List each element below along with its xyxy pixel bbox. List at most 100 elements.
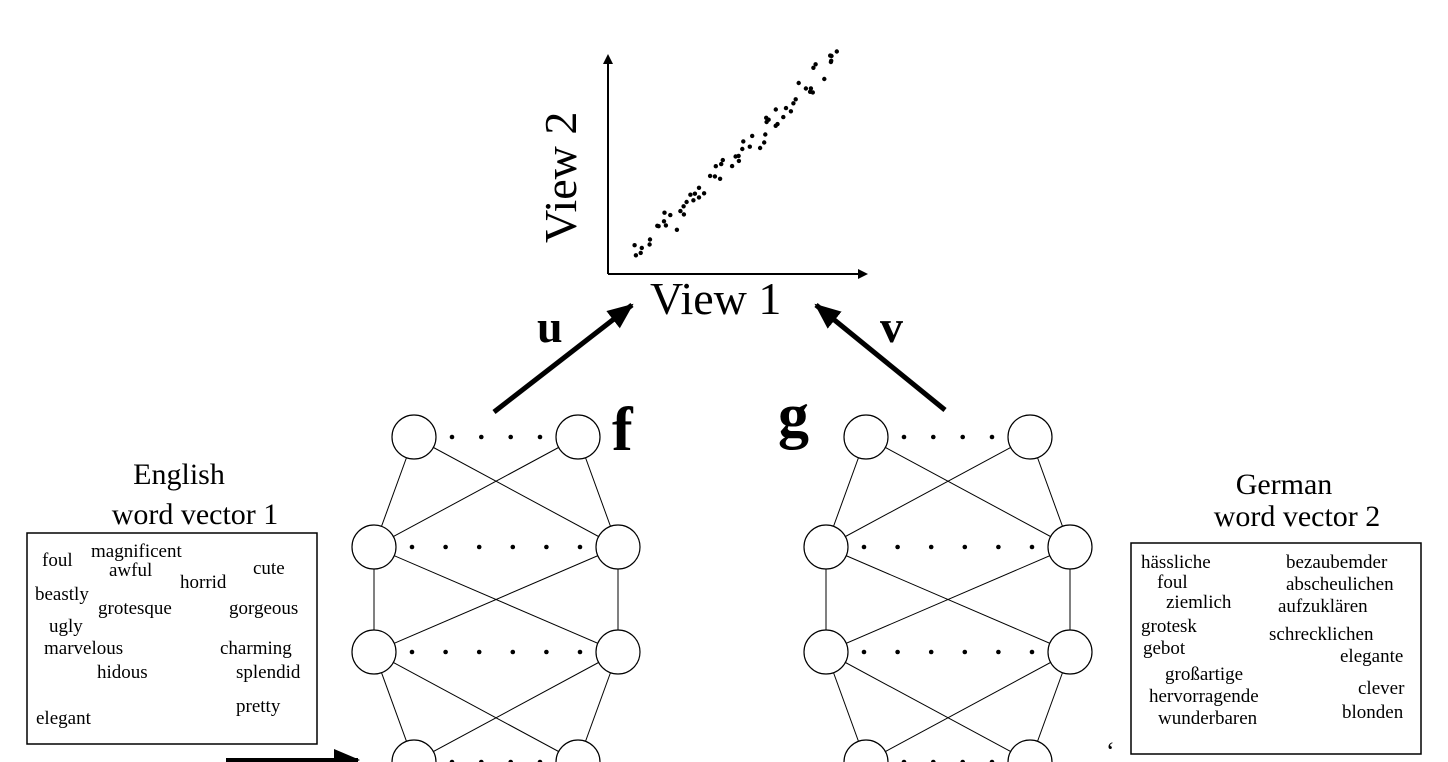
german-word: clever [1358, 678, 1405, 699]
ellipsis-dot [409, 544, 415, 550]
network-edge [373, 546, 619, 653]
scatter-point [741, 139, 746, 144]
scatter-point [733, 154, 738, 159]
english-word: grotesque [98, 598, 172, 619]
scatter-point [828, 59, 834, 65]
ellipsis-dot [996, 544, 1001, 550]
scatter-point [766, 117, 771, 122]
english-word: ugly [49, 616, 83, 637]
network-edge [825, 651, 1031, 762]
scatter-point [808, 86, 814, 91]
network-edge [865, 436, 1071, 548]
network-node [1007, 739, 1053, 762]
network-edge [825, 436, 1031, 548]
network-node [1047, 524, 1093, 570]
ellipsis-dot [544, 649, 549, 655]
network-node [351, 629, 397, 675]
english-word: cute [253, 558, 285, 579]
network-edge [373, 436, 579, 548]
ellipsis-dot [931, 434, 936, 440]
scatter-point [633, 253, 639, 258]
scatter-point [783, 105, 789, 111]
scatter-plot: View 2 View 1 [535, 49, 868, 324]
german-word: hässliche [1141, 552, 1211, 573]
ellipsis-dot [962, 649, 968, 655]
ellipsis-dot [895, 649, 900, 655]
ellipsis-dot [510, 649, 516, 655]
network-node [351, 524, 397, 570]
german-word: gebot [1143, 638, 1186, 659]
english-word: elegant [36, 708, 92, 729]
scatter-point [791, 101, 796, 106]
network-node [391, 739, 437, 762]
ellipsis-dot [537, 759, 543, 762]
scatter-point [717, 176, 723, 181]
network-node [391, 414, 437, 460]
network-node [1047, 629, 1093, 675]
scatter-point [773, 123, 778, 128]
scatter-point [688, 192, 693, 197]
ellipsis-dot [479, 434, 484, 440]
network-edge [865, 651, 1071, 762]
ellipsis-dot [510, 544, 516, 550]
ellipsis-dot [1029, 649, 1035, 655]
ellipsis-dot [479, 759, 484, 762]
scatter-point [707, 173, 713, 179]
scatter-point [632, 243, 637, 248]
ellipsis-dot [861, 544, 867, 550]
scatter-point [656, 224, 661, 229]
projection-arrow-u [492, 303, 634, 414]
scatter-point [763, 132, 768, 137]
scatter-point [661, 219, 667, 224]
scatter-point [691, 198, 696, 203]
scatter-point [747, 144, 752, 149]
network-node [1007, 414, 1053, 460]
german-word: großartige [1165, 664, 1243, 685]
ellipsis-dot [962, 544, 968, 550]
scatter-point [696, 185, 702, 190]
scatter-point [662, 210, 667, 215]
scatter-point [701, 191, 707, 196]
english-word: gorgeous [229, 598, 298, 619]
german-word: elegante [1340, 646, 1403, 667]
scatter-point [713, 164, 718, 169]
ellipsis-dot [476, 544, 482, 550]
english-word: charming [220, 638, 292, 659]
projection-label-u: u [537, 301, 563, 352]
scatter-point [638, 250, 643, 256]
german-word: blonden [1342, 702, 1404, 723]
scatter-point [788, 109, 794, 114]
network-node [595, 629, 641, 675]
scatter-point [647, 242, 652, 247]
ellipsis-dot [901, 434, 907, 440]
ellipsis-dot [928, 649, 934, 655]
scatter-point [750, 133, 755, 139]
scatter-point [822, 76, 827, 82]
scatter-point [719, 161, 724, 167]
ellipsis-dot [989, 434, 995, 440]
scatter-point [674, 227, 680, 232]
english-word: hidous [97, 662, 148, 683]
english-word: horrid [180, 572, 227, 593]
german-word-box: German word vector 2 hässliche bezaubemd… [1130, 468, 1422, 755]
network-node [803, 524, 849, 570]
network-edge [413, 651, 619, 762]
network-label-f: f [612, 396, 634, 464]
ellipsis-dot [928, 544, 934, 550]
network-f [351, 414, 641, 762]
network-edge [373, 651, 579, 762]
english-word: splendid [236, 662, 301, 683]
english-box-title: English [133, 458, 225, 491]
english-word: foul [42, 550, 73, 571]
scatter-point [796, 80, 801, 86]
network-node [555, 739, 601, 762]
scatter-point [736, 158, 742, 164]
ellipsis-dot [960, 759, 965, 762]
english-word: marvelous [44, 638, 123, 659]
network-node [843, 414, 889, 460]
scatter-point [692, 191, 698, 196]
ellipsis-dot [901, 759, 907, 762]
x-axis-label: View 1 [650, 273, 781, 324]
scatter-point [712, 174, 718, 179]
scatter-point [663, 223, 669, 228]
